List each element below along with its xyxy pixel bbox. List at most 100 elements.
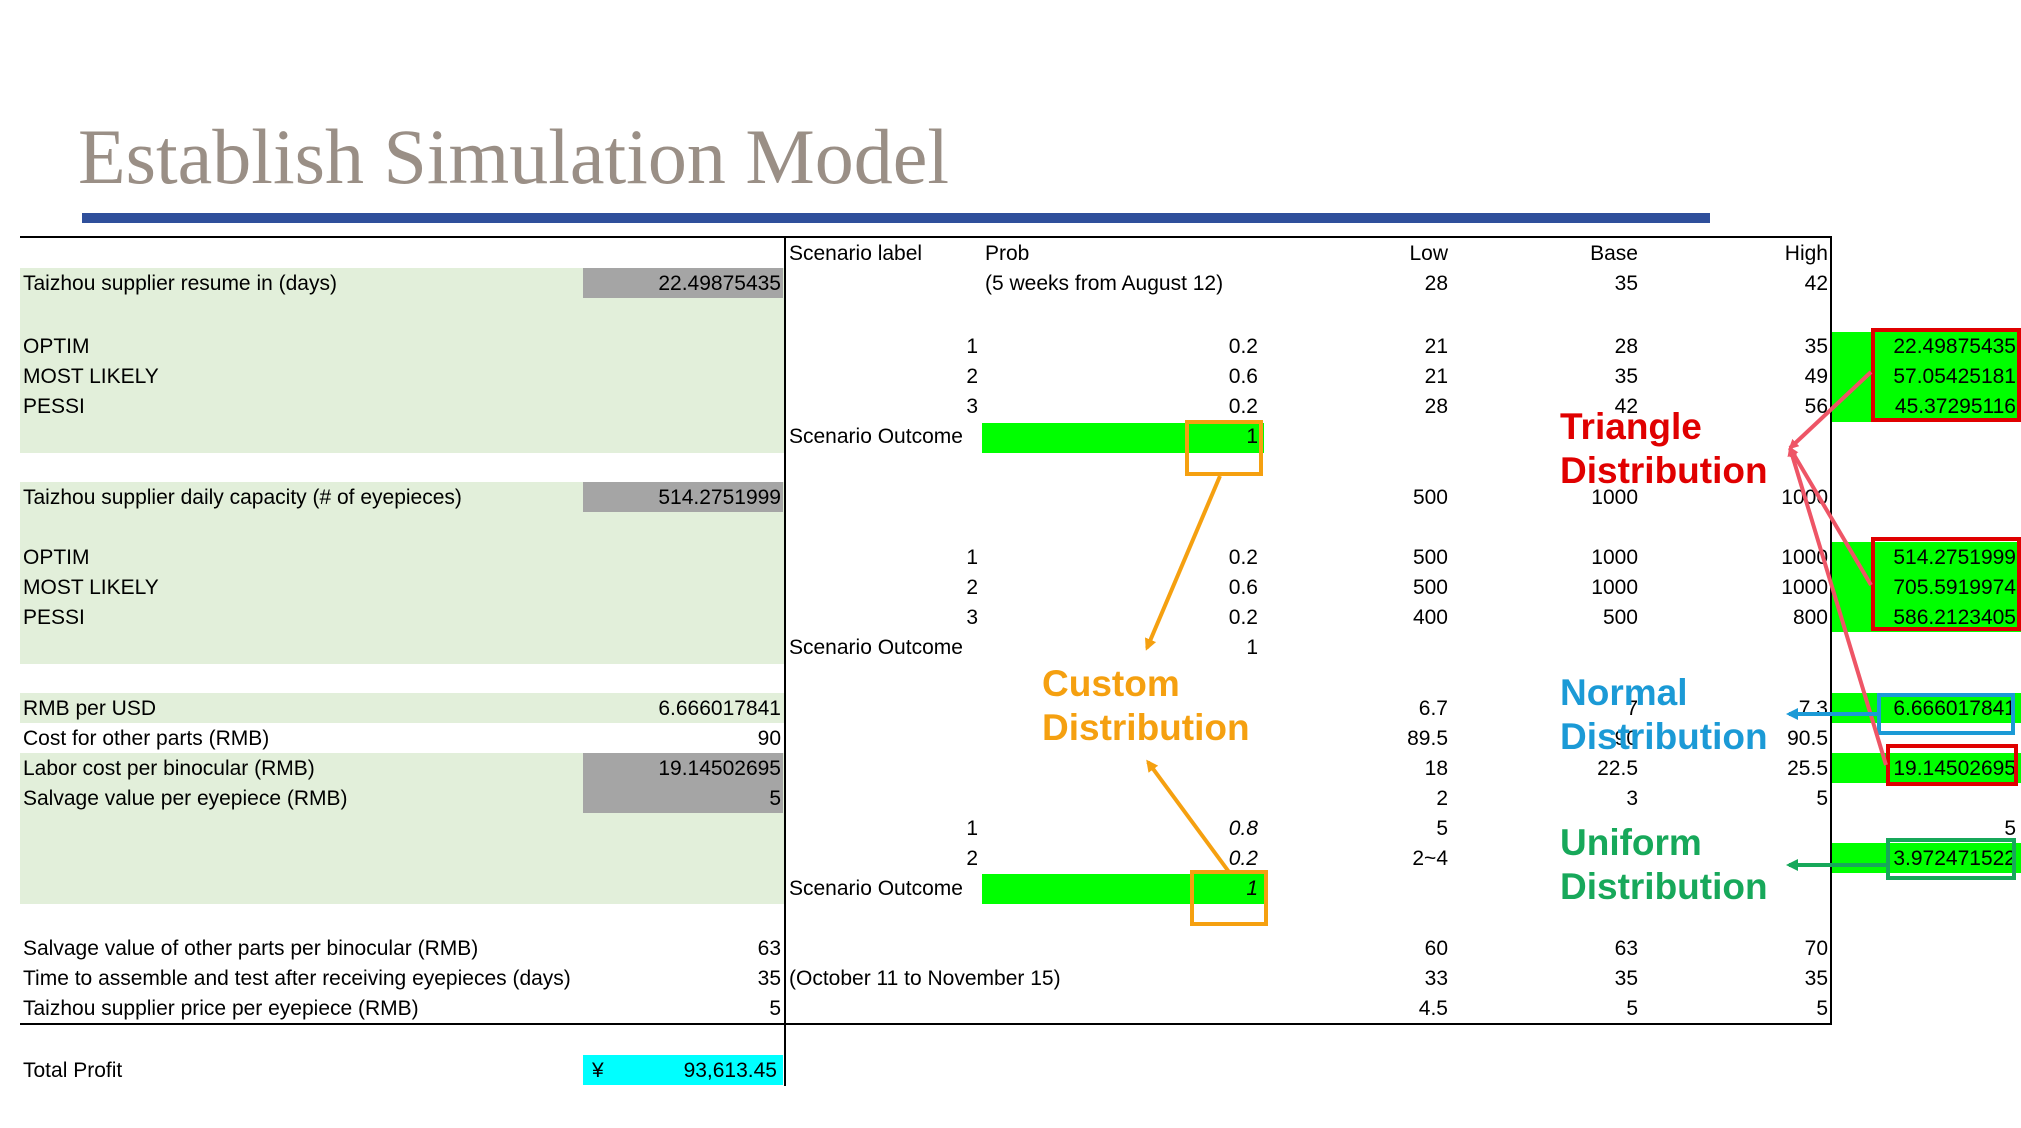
row-value: 5: [769, 787, 781, 810]
header-base: Base: [1590, 242, 1638, 265]
title-underline: [82, 213, 1710, 223]
base-cell: 35: [1614, 365, 1638, 388]
low-cell: 6.7: [1418, 697, 1448, 720]
high-cell: 25.5: [1787, 757, 1828, 780]
header-prob: Prob: [985, 242, 1030, 265]
row-label: Time to assemble and test after receivin…: [23, 967, 571, 990]
currency-symbol: ¥: [592, 1059, 604, 1082]
low-cell: 89.5: [1407, 727, 1448, 750]
low-cell: 2~4: [1412, 847, 1448, 870]
base-cell: 5: [1626, 997, 1638, 1020]
low-cell: 21: [1424, 335, 1448, 358]
low-cell: 4.5: [1418, 997, 1448, 1020]
row-note: (5 weeks from August 12): [985, 272, 1224, 295]
row-label: PESSI: [23, 395, 85, 418]
sim-cell: 57.05425181: [1893, 365, 2016, 388]
custom-arrow: [1146, 759, 1231, 874]
sim-cell: 514.2751999: [1893, 546, 2016, 569]
high-cell: 49: [1804, 365, 1828, 388]
header-scenario-label: Scenario label: [789, 242, 923, 265]
sim-cell: 3.972471522: [1893, 847, 2016, 870]
prob-cell: 0.2: [1228, 847, 1258, 870]
base-cell: 3: [1626, 787, 1638, 810]
high-cell: 1000: [1781, 546, 1828, 569]
row-value: 5: [769, 997, 781, 1020]
low-cell: 28: [1424, 395, 1448, 418]
scenario-outcome-value: 1: [1246, 877, 1258, 900]
scenario-outcome-value: 1: [1246, 425, 1258, 448]
base-cell: 42: [1614, 395, 1638, 418]
prob-cell: 0.6: [1228, 365, 1258, 388]
prob-cell: 0.2: [1228, 335, 1258, 358]
normal-highlight-box: [1877, 693, 2015, 735]
low-cell: 500: [1412, 486, 1448, 509]
base-cell: 22.5: [1597, 757, 1638, 780]
scenario-cell: 1: [966, 335, 978, 358]
row-value: 63: [757, 937, 781, 960]
row-label: OPTIM: [23, 335, 90, 358]
header-high: High: [1784, 242, 1828, 265]
sim-cell: 22.49875435: [1893, 335, 2016, 358]
low-cell: 500: [1412, 546, 1448, 569]
triangle-highlight-box: [1886, 744, 2018, 786]
custom-highlight-box: [1185, 420, 1263, 476]
row-label: RMB per USD: [23, 697, 157, 720]
high-cell: 5: [1816, 787, 1828, 810]
sim-cell: 5: [2004, 817, 2016, 840]
row-value: 22.49875435: [658, 272, 781, 295]
high-cell: 35: [1804, 967, 1828, 990]
triangle-arrow: [1788, 370, 1873, 450]
scenario-cell: 2: [966, 365, 978, 388]
row-label: Salvage value of other parts per binocul…: [23, 937, 479, 960]
base-cell: 90: [1614, 727, 1638, 750]
row-label: MOST LIKELY: [23, 576, 159, 599]
low-cell: 28: [1424, 272, 1448, 295]
scenario-cell: 1: [966, 546, 978, 569]
base-cell: 1000: [1591, 576, 1638, 599]
triangle-highlight-box: [1871, 537, 2021, 631]
prob-cell: 0.8: [1228, 817, 1258, 840]
low-cell: 33: [1424, 967, 1448, 990]
row-value: 90: [757, 727, 781, 750]
base-cell: 35: [1614, 967, 1638, 990]
scenario-cell: 3: [966, 606, 978, 629]
header-low: Low: [1409, 242, 1448, 265]
scenario-cell: 1: [966, 817, 978, 840]
prob-cell: 0.2: [1228, 395, 1258, 418]
row-label: PESSI: [23, 606, 85, 629]
row-label: Labor cost per binocular (RMB): [23, 757, 315, 780]
low-cell: 18: [1424, 757, 1448, 780]
sim-cell: 6.666017841: [1893, 697, 2016, 720]
low-cell: 60: [1424, 937, 1448, 960]
row-label: Taizhou supplier resume in (days): [23, 272, 337, 295]
base-cell: 63: [1614, 937, 1638, 960]
low-cell: 400: [1412, 606, 1448, 629]
uniform-highlight-box: [1886, 838, 2016, 880]
triangle-highlight-box: [1871, 328, 2021, 422]
low-cell: 500: [1412, 576, 1448, 599]
high-cell: 35: [1804, 335, 1828, 358]
base-cell: 28: [1614, 335, 1638, 358]
base-cell: 7: [1626, 697, 1638, 720]
low-cell: 21: [1424, 365, 1448, 388]
sim-cell: 19.14502695: [1893, 757, 2016, 780]
low-cell: 2: [1436, 787, 1448, 810]
row-value: 19.14502695: [658, 757, 781, 780]
high-cell: 70: [1804, 937, 1828, 960]
base-cell: 1000: [1591, 546, 1638, 569]
high-cell: 90.5: [1787, 727, 1828, 750]
scenario-cell: 2: [966, 576, 978, 599]
high-cell: 800: [1792, 606, 1828, 629]
prob-cell: 0.6: [1228, 576, 1258, 599]
prob-cell: 0.2: [1228, 546, 1258, 569]
row-label: Taizhou supplier daily capacity (# of ey…: [23, 486, 462, 509]
scenario-outcome-value: 1: [1246, 636, 1258, 659]
low-cell: 5: [1436, 817, 1448, 840]
base-cell: 500: [1602, 606, 1638, 629]
high-cell: 1000: [1781, 576, 1828, 599]
scenario-cell: 3: [966, 395, 978, 418]
sim-cell: 45.37295116: [1894, 395, 2016, 418]
